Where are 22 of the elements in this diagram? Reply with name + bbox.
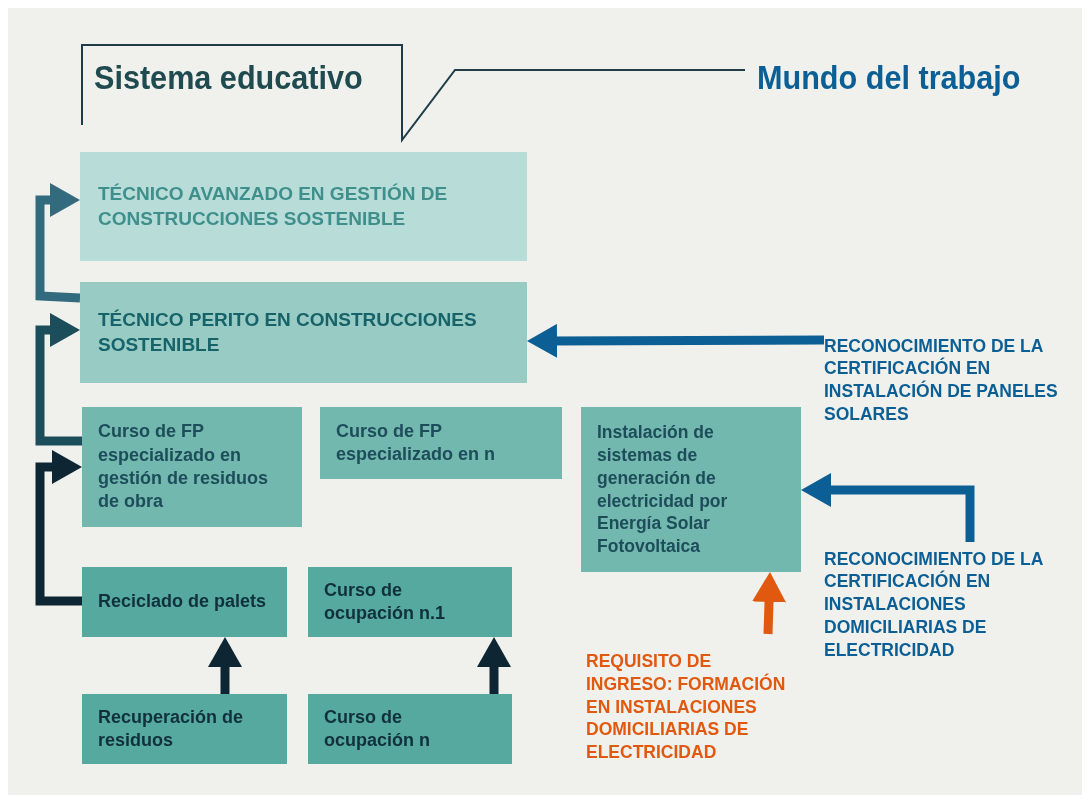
- course-box: Reciclado de palets: [82, 567, 287, 637]
- arrow: [35, 450, 82, 606]
- note-text: RECONOCIMIENTO DE LA CERTIFICACIÓN EN INSTALACIÓN DE PANELES SOLARES: [824, 330, 1080, 430]
- course-box: TÉCNICO AVANZADO EN GESTIÓN DE CONSTRUCCIONES SOSTENIBLE: [80, 152, 527, 261]
- heading: Mundo del trabajo: [757, 58, 1021, 97]
- course-box: Curso de FP especializado en n: [320, 407, 562, 479]
- course-box: Curso de FP especializado en gestión de residuos de obra: [82, 407, 302, 527]
- arrow: [35, 313, 82, 446]
- heading: Sistema educativo: [94, 58, 363, 97]
- arrow: [208, 637, 242, 694]
- note-text: REQUISITO DE INGRESO: FORMACIÓN EN INSTALACIONES DOMICILIARIAS DE ELECTRICIDAD: [586, 634, 801, 780]
- course-box: Instalación de sistemas de generación de electricidad por Energía Solar Fotovoltaica: [581, 407, 801, 572]
- course-box: Curso de ocupación n.1: [308, 567, 512, 637]
- arrow: [477, 637, 511, 694]
- course-box: Curso de ocupación n: [308, 694, 512, 764]
- arrow: [752, 572, 786, 635]
- note-text: RECONOCIMIENTO DE LA CERTIFICACIÓN EN INSTALACIONES DOMICILIARIAS DE ELECTRICIDAD: [824, 542, 1080, 667]
- arrow: [527, 323, 824, 358]
- arrow: [801, 473, 975, 542]
- course-box: Recuperación de residuos: [82, 694, 287, 764]
- arrow: [35, 183, 81, 303]
- course-box: TÉCNICO PERITO EN CONSTRUCCIONES SOSTENIBLE: [80, 282, 527, 383]
